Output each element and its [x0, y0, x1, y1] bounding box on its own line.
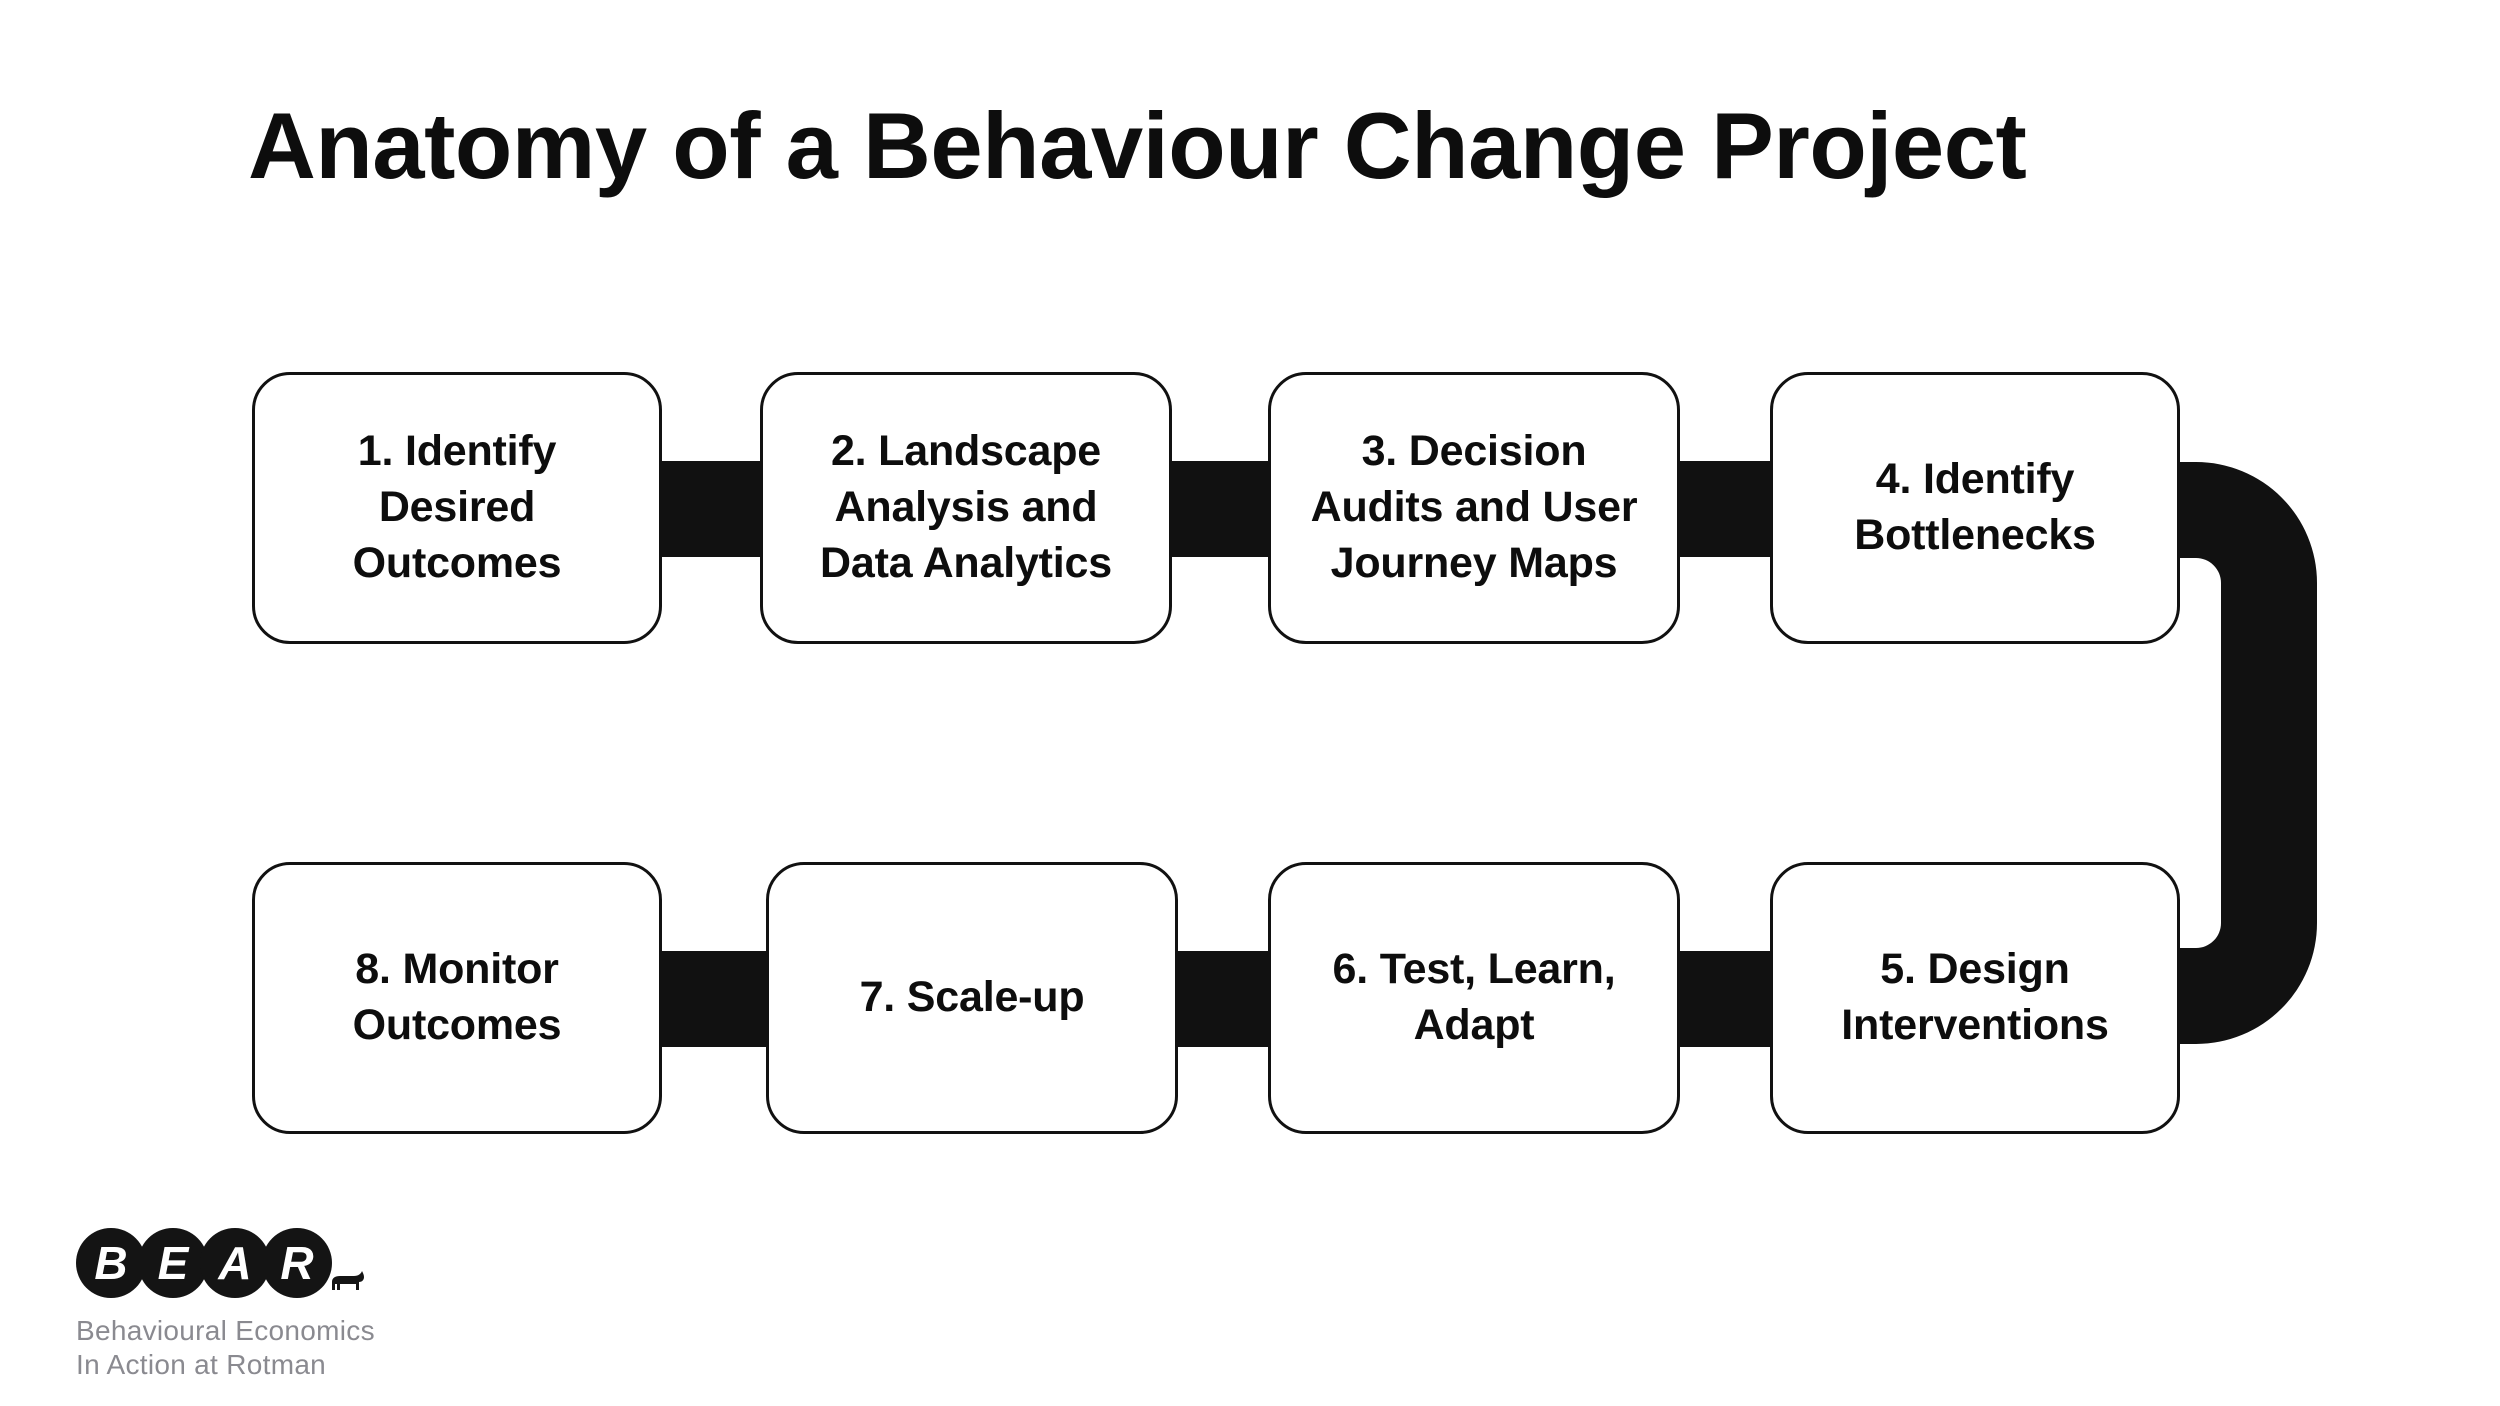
page-title: Anatomy of a Behaviour Change Project	[248, 93, 2027, 198]
step-box-8[interactable]: 8. Monitor Outcomes	[252, 862, 662, 1134]
step-box-5[interactable]: 5. Design Interventions	[1770, 862, 2180, 1134]
step-box-4[interactable]: 4. Identify Bottlenecks	[1770, 372, 2180, 644]
logo-letter-a-icon: A	[200, 1228, 270, 1298]
connector-1-2	[640, 461, 780, 557]
step-label-3: 3. Decision Audits and User Journey Maps	[1310, 427, 1638, 587]
logo-letter-r-icon: R	[262, 1228, 332, 1298]
step-label-1: 1. Identify Desired Outcomes	[352, 427, 562, 587]
connector-7-8	[640, 951, 788, 1047]
step-label-2: 2. Landscape Analysis and Data Analytics	[820, 427, 1112, 587]
bear-silhouette-icon	[332, 1271, 364, 1290]
logo-tagline: Behavioural Economics In Action at Rotma…	[76, 1315, 375, 1381]
logo-letter-b-icon: B	[76, 1228, 146, 1298]
step-label-6: 6. Test, Learn, Adapt	[1332, 945, 1616, 1049]
step-label-4: 4. Identify Bottlenecks	[1854, 455, 2096, 559]
logo-letter-e-icon: E	[138, 1228, 208, 1298]
connector-4-5-wrap	[2160, 462, 2317, 1044]
step-box-3[interactable]: 3. Decision Audits and User Journey Maps	[1268, 372, 1680, 644]
bear-logo: B E A R Behavioural Economics In Action …	[76, 1228, 396, 1380]
step-box-1[interactable]: 1. Identify Desired Outcomes	[252, 372, 662, 644]
bear-logo-letters: B E A R	[76, 1228, 376, 1306]
step-box-2[interactable]: 2. Landscape Analysis and Data Analytics	[760, 372, 1172, 644]
step-box-7[interactable]: 7. Scale-up	[766, 862, 1178, 1134]
step-label-7: 7. Scale-up	[859, 973, 1085, 1022]
step-label-8: 8. Monitor Outcomes	[352, 945, 562, 1049]
step-label-5: 5. Design Interventions	[1841, 945, 2109, 1049]
connector-6-7	[1156, 951, 1290, 1047]
connector-2-3	[1150, 461, 1290, 557]
step-box-6[interactable]: 6. Test, Learn, Adapt	[1268, 862, 1680, 1134]
